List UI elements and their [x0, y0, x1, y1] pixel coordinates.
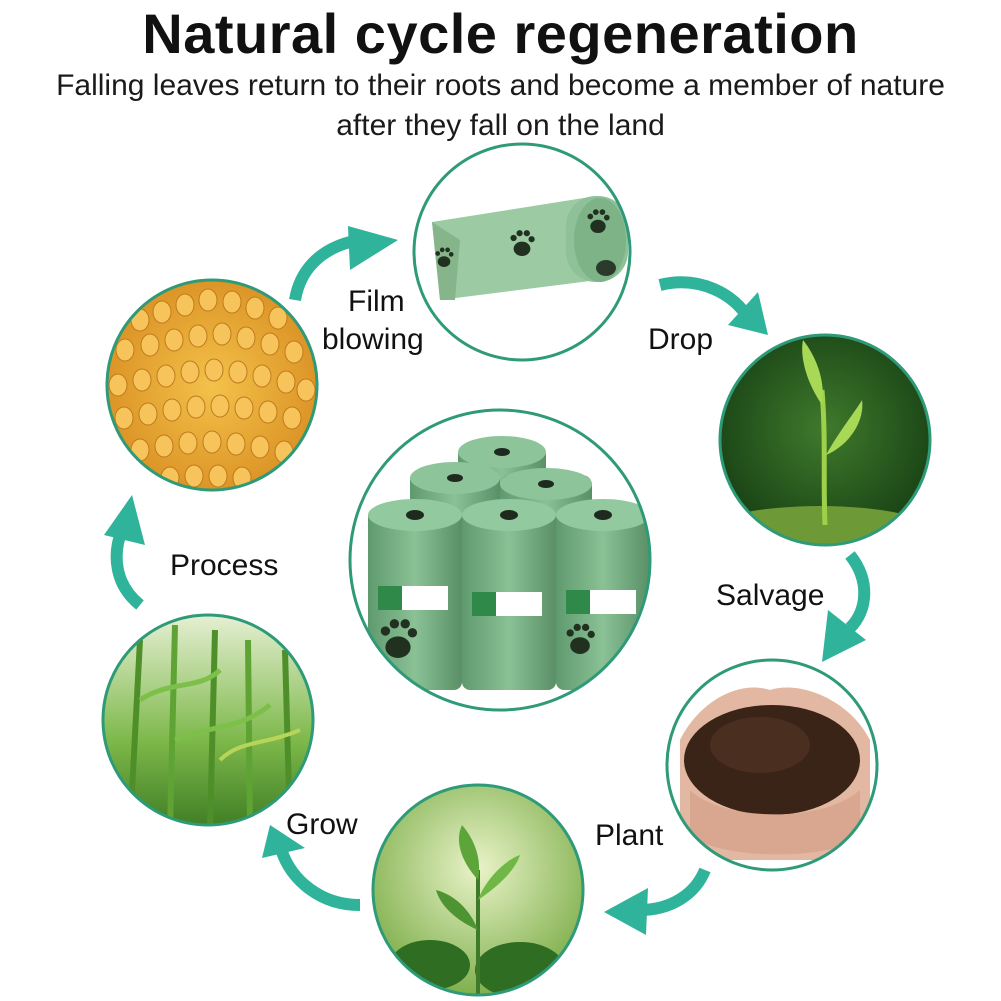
arrow-icon — [822, 551, 871, 662]
soil-hands-image — [665, 658, 879, 872]
page-subtitle: Falling leaves return to their roots and… — [56, 69, 945, 142]
corn-kernels-image — [105, 278, 319, 492]
cycle-arrows — [104, 226, 871, 935]
label-salvage: Salvage — [716, 579, 824, 612]
label-film-blowing-line1: Film — [348, 285, 405, 318]
label-plant: Plant — [595, 819, 664, 852]
arrow-icon — [289, 226, 398, 302]
arrow-icon — [604, 867, 711, 935]
center-bag-rolls-image — [348, 408, 652, 712]
arrow-icon — [262, 825, 361, 911]
tea-plant-image — [371, 783, 585, 997]
label-grow: Grow — [286, 808, 358, 841]
arrow-icon — [658, 276, 768, 335]
label-process: Process — [170, 549, 278, 582]
sprout-image — [718, 333, 932, 547]
bag-roll-image — [412, 142, 632, 362]
label-drop: Drop — [648, 323, 713, 356]
page-title: Natural cycle regeneration — [142, 2, 859, 65]
cornfield-image — [101, 613, 315, 827]
label-film-blowing-line2: blowing — [322, 323, 424, 356]
arrow-icon — [104, 495, 145, 610]
